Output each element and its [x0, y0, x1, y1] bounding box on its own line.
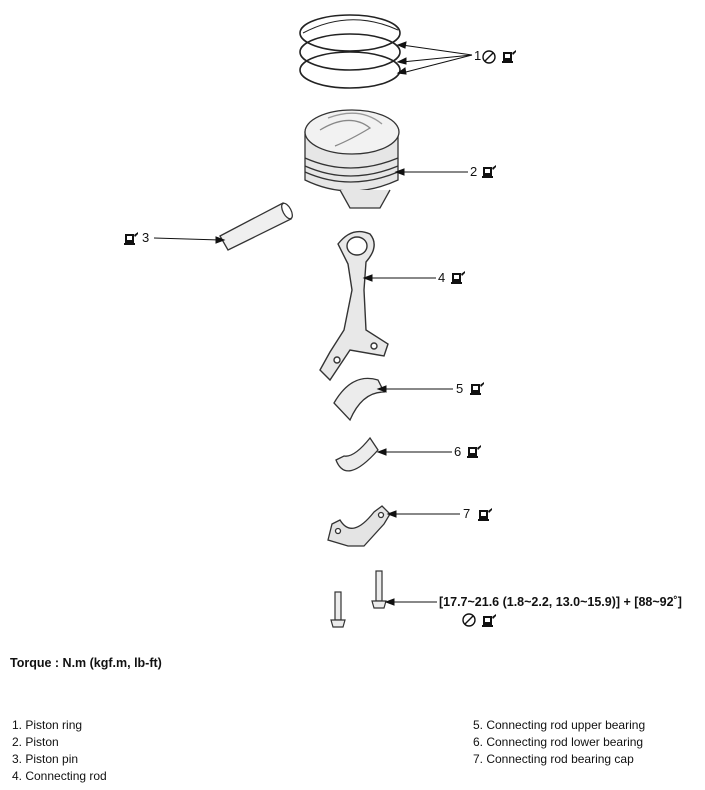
legend-item: 1. Piston ring	[12, 718, 83, 732]
engine-oil-icon	[467, 445, 481, 458]
leader-lines	[153, 41, 473, 606]
engine-oil-icon	[470, 382, 484, 395]
callout-3: 3	[142, 230, 150, 245]
engine-oil-icon	[124, 232, 138, 245]
legend-item: 4. Connecting rod	[12, 769, 107, 783]
engine-oil-icon	[502, 50, 516, 63]
piston	[304, 109, 400, 209]
legend-left: 1. Piston ring 2. Piston 3. Piston pin 4…	[12, 717, 107, 785]
torque-units-heading: Torque : N.m (kgf.m, lb-ft)	[10, 656, 162, 670]
bolt-torque-spec: [17.7~21.6 (1.8~2.2, 13.0~15.9)] + [88~9…	[439, 595, 682, 609]
legend-item: 3. Piston pin	[12, 752, 79, 766]
legend-item: 2. Piston	[12, 735, 59, 749]
callout-4: 4	[438, 270, 446, 285]
legend-item: 7. Connecting rod bearing cap	[473, 752, 634, 766]
callout-7: 7	[463, 506, 471, 521]
legend-item: 6. Connecting rod lower bearing	[473, 735, 644, 749]
connecting-rod	[319, 230, 389, 382]
callout-2: 2	[470, 164, 478, 179]
callout-1: 1	[474, 48, 482, 63]
engine-oil-icon	[482, 614, 496, 627]
no-reuse-icon	[462, 613, 476, 627]
piston-rings	[299, 14, 401, 89]
legend-item: 5. Connecting rod upper bearing	[473, 718, 646, 732]
callout-5: 5	[456, 381, 464, 396]
engine-oil-icon	[451, 271, 465, 284]
bearing-cap	[327, 505, 391, 547]
upper-bearing	[333, 377, 386, 422]
engine-oil-icon	[478, 508, 492, 521]
engine-oil-icon	[482, 165, 496, 178]
no-reuse-icon	[482, 50, 496, 64]
bearing-cap-bolts	[330, 570, 387, 628]
callout-6: 6	[454, 444, 462, 459]
piston-pin	[219, 202, 293, 251]
legend-right: 5. Connecting rod upper bearing 6. Conne…	[473, 717, 645, 768]
lower-bearing	[335, 436, 379, 472]
exploded-diagram	[124, 14, 516, 628]
